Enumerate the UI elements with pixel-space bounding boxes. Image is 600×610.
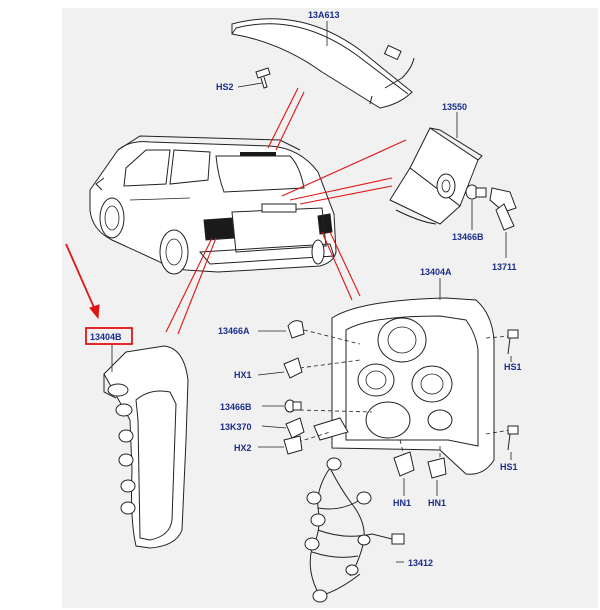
label-13k370: 13K370 <box>220 422 252 432</box>
label-13412: 13412 <box>408 558 433 568</box>
wiring-harness-13412 <box>304 457 405 603</box>
dashed-alignment-lines <box>297 329 511 462</box>
rear-lamp-13404b <box>103 344 189 549</box>
label-13550: 13550 <box>442 102 467 112</box>
bolt-hs2 <box>237 67 271 89</box>
label-13a613: 13A613 <box>308 10 340 20</box>
vehicle-illustration <box>89 135 337 275</box>
holder-hx2 <box>258 435 303 455</box>
label-13404a: 13404A <box>420 267 452 277</box>
label-13466a: 13466A <box>218 326 250 336</box>
lamp-unit-13550 <box>389 112 483 225</box>
label-13466b-top: 13466B <box>452 232 484 242</box>
holder-13k370 <box>261 417 305 439</box>
socket-13711 <box>489 187 517 258</box>
nut-hn1-left <box>393 451 415 496</box>
label-hx1: HX1 <box>234 370 252 380</box>
nut-hn1-right <box>427 457 447 496</box>
highlight-annotation <box>65 243 133 345</box>
label-hs1-bottom: HS1 <box>500 462 518 472</box>
holder-hx1 <box>257 357 303 379</box>
label-13466b-mid: 13466B <box>220 402 252 412</box>
label-hs2: HS2 <box>216 82 234 92</box>
screw-hs1-top <box>507 329 519 362</box>
bulb-13466b-top <box>465 184 487 230</box>
label-hn1-left: HN1 <box>393 498 411 508</box>
rear-lamp-13404a <box>313 278 495 475</box>
bulb-13466b-mid <box>262 399 302 413</box>
label-hx2: HX2 <box>234 443 252 453</box>
part-labels: 13A613 HS2 13550 13466B 13711 13404A 134… <box>90 10 522 568</box>
label-hn1-right: HN1 <box>428 498 446 508</box>
high-mount-stop-lamp <box>231 18 415 109</box>
bulb-13466a <box>258 320 305 339</box>
label-13404b: 13404B <box>90 332 122 342</box>
label-hs1-top: HS1 <box>504 362 522 372</box>
screw-hs1-bottom <box>507 425 519 460</box>
label-13711: 13711 <box>492 262 517 272</box>
callout-lines <box>165 87 407 335</box>
